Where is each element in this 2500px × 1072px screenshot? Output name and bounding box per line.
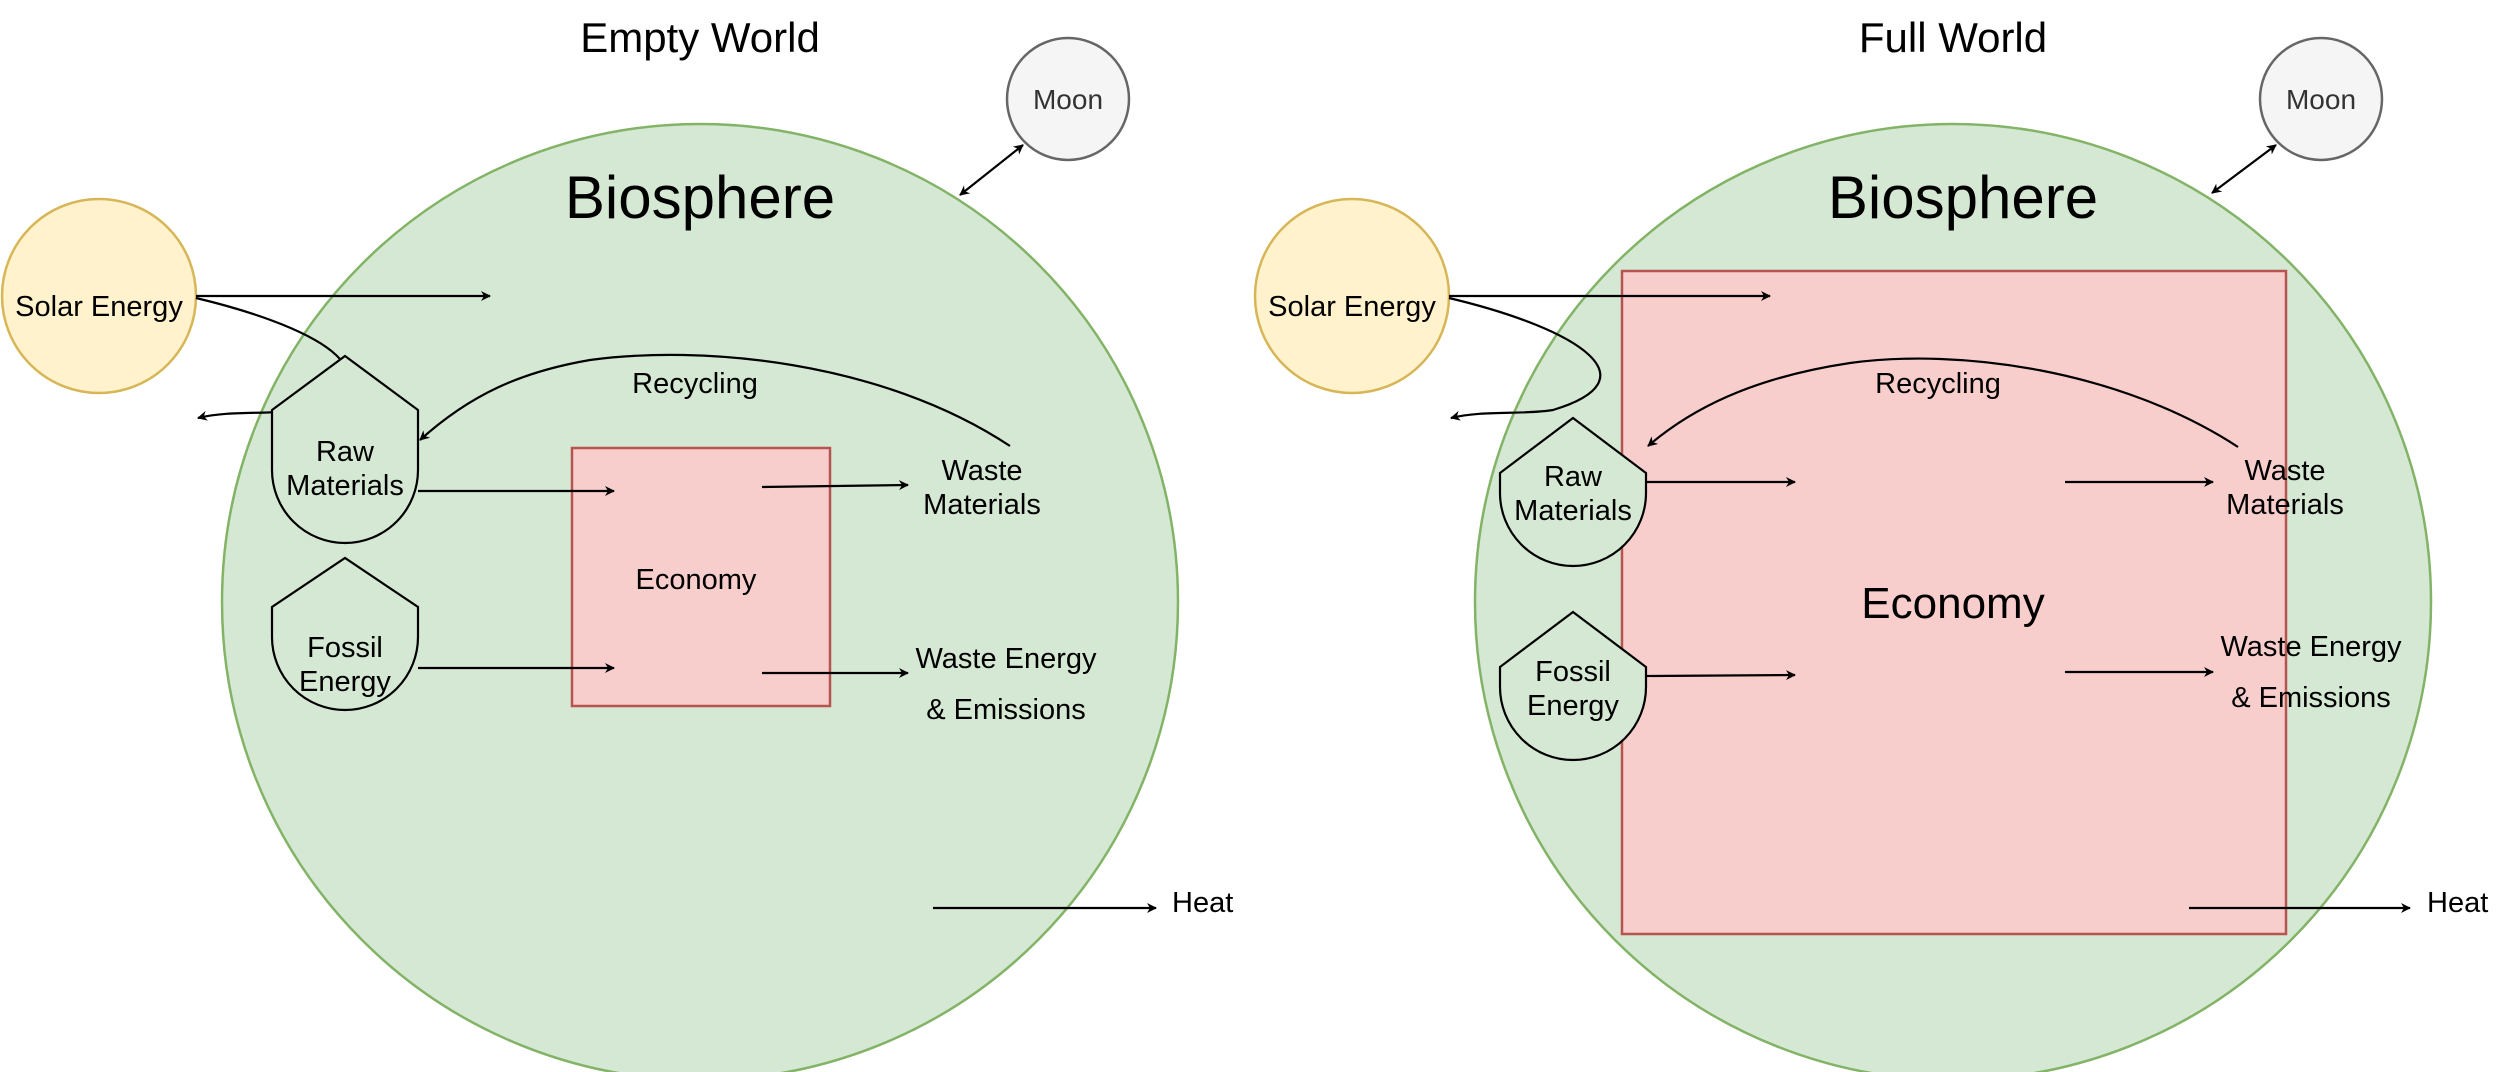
moon-circle	[1005, 36, 1131, 162]
raw-materials-shape	[1498, 416, 1648, 568]
economy-box	[570, 446, 832, 708]
panel-title: Empty World	[580, 14, 820, 61]
raw-materials-label-line2: Materials	[1514, 495, 1632, 527]
panel-full-world: Full World Biosphere Economy Moon Solar …	[1253, 14, 2488, 1072]
economy-to-waste-materials-arrow	[761, 480, 909, 491]
heat-label: Heat	[1172, 887, 1233, 919]
waste-materials-label-line2: Materials	[923, 489, 1041, 521]
waste-energy-label-line2: & Emissions	[926, 694, 1086, 726]
biosphere-label: Biosphere	[565, 164, 835, 231]
fossil-energy-label-line1: Fossil	[1535, 656, 1611, 688]
waste-materials-label-line1: Waste	[2244, 455, 2325, 487]
economy-label: Economy	[636, 564, 757, 596]
waste-materials-label-line2: Materials	[2226, 489, 2344, 521]
solar-reflect-arrow	[1448, 296, 1602, 421]
waste-energy-label-line1: Waste Energy	[915, 643, 1097, 675]
economy-label: Economy	[1861, 579, 2044, 628]
recycling-label: Recycling	[632, 368, 758, 400]
raw-materials-label-line1: Raw	[316, 436, 375, 468]
recycling-arrow	[1647, 357, 2239, 448]
fossil-energy-label-line2: Energy	[299, 666, 391, 698]
waste-energy-label-line2: & Emissions	[2231, 682, 2391, 714]
biosphere-label: Biosphere	[1828, 164, 2098, 231]
fossil-energy-shape	[1498, 610, 1648, 762]
raw-materials-shape	[270, 354, 420, 545]
raw-materials-label-line1: Raw	[1544, 461, 1603, 493]
fossil-to-economy-arrow	[1645, 670, 1796, 681]
recycling-arrow	[419, 353, 1011, 447]
waste-materials-label-line1: Waste	[941, 455, 1022, 487]
economy-box	[1620, 269, 2288, 936]
moon-biosphere-arrow	[2211, 144, 2277, 194]
heat-label: Heat	[2427, 887, 2488, 919]
moon-label: Moon	[1033, 84, 1103, 115]
raw-materials-label-line2: Materials	[286, 470, 404, 502]
solar-energy-label: Solar Energy	[1268, 291, 1436, 323]
panel-empty-world: Empty World Biosphere Moon Solar Energy …	[0, 14, 1233, 1072]
moon-biosphere-arrow	[959, 144, 1024, 196]
fossil-energy-shape	[270, 556, 420, 712]
moon-circle	[2258, 36, 2384, 162]
fossil-energy-label-line1: Fossil	[307, 632, 383, 664]
recycling-label: Recycling	[1875, 368, 2001, 400]
panel-title: Full World	[1859, 14, 2047, 61]
solar-energy-label: Solar Energy	[15, 291, 183, 323]
fossil-energy-label-line2: Energy	[1527, 690, 1619, 722]
waste-energy-label-line1: Waste Energy	[2220, 631, 2402, 663]
moon-label: Moon	[2286, 84, 2356, 115]
